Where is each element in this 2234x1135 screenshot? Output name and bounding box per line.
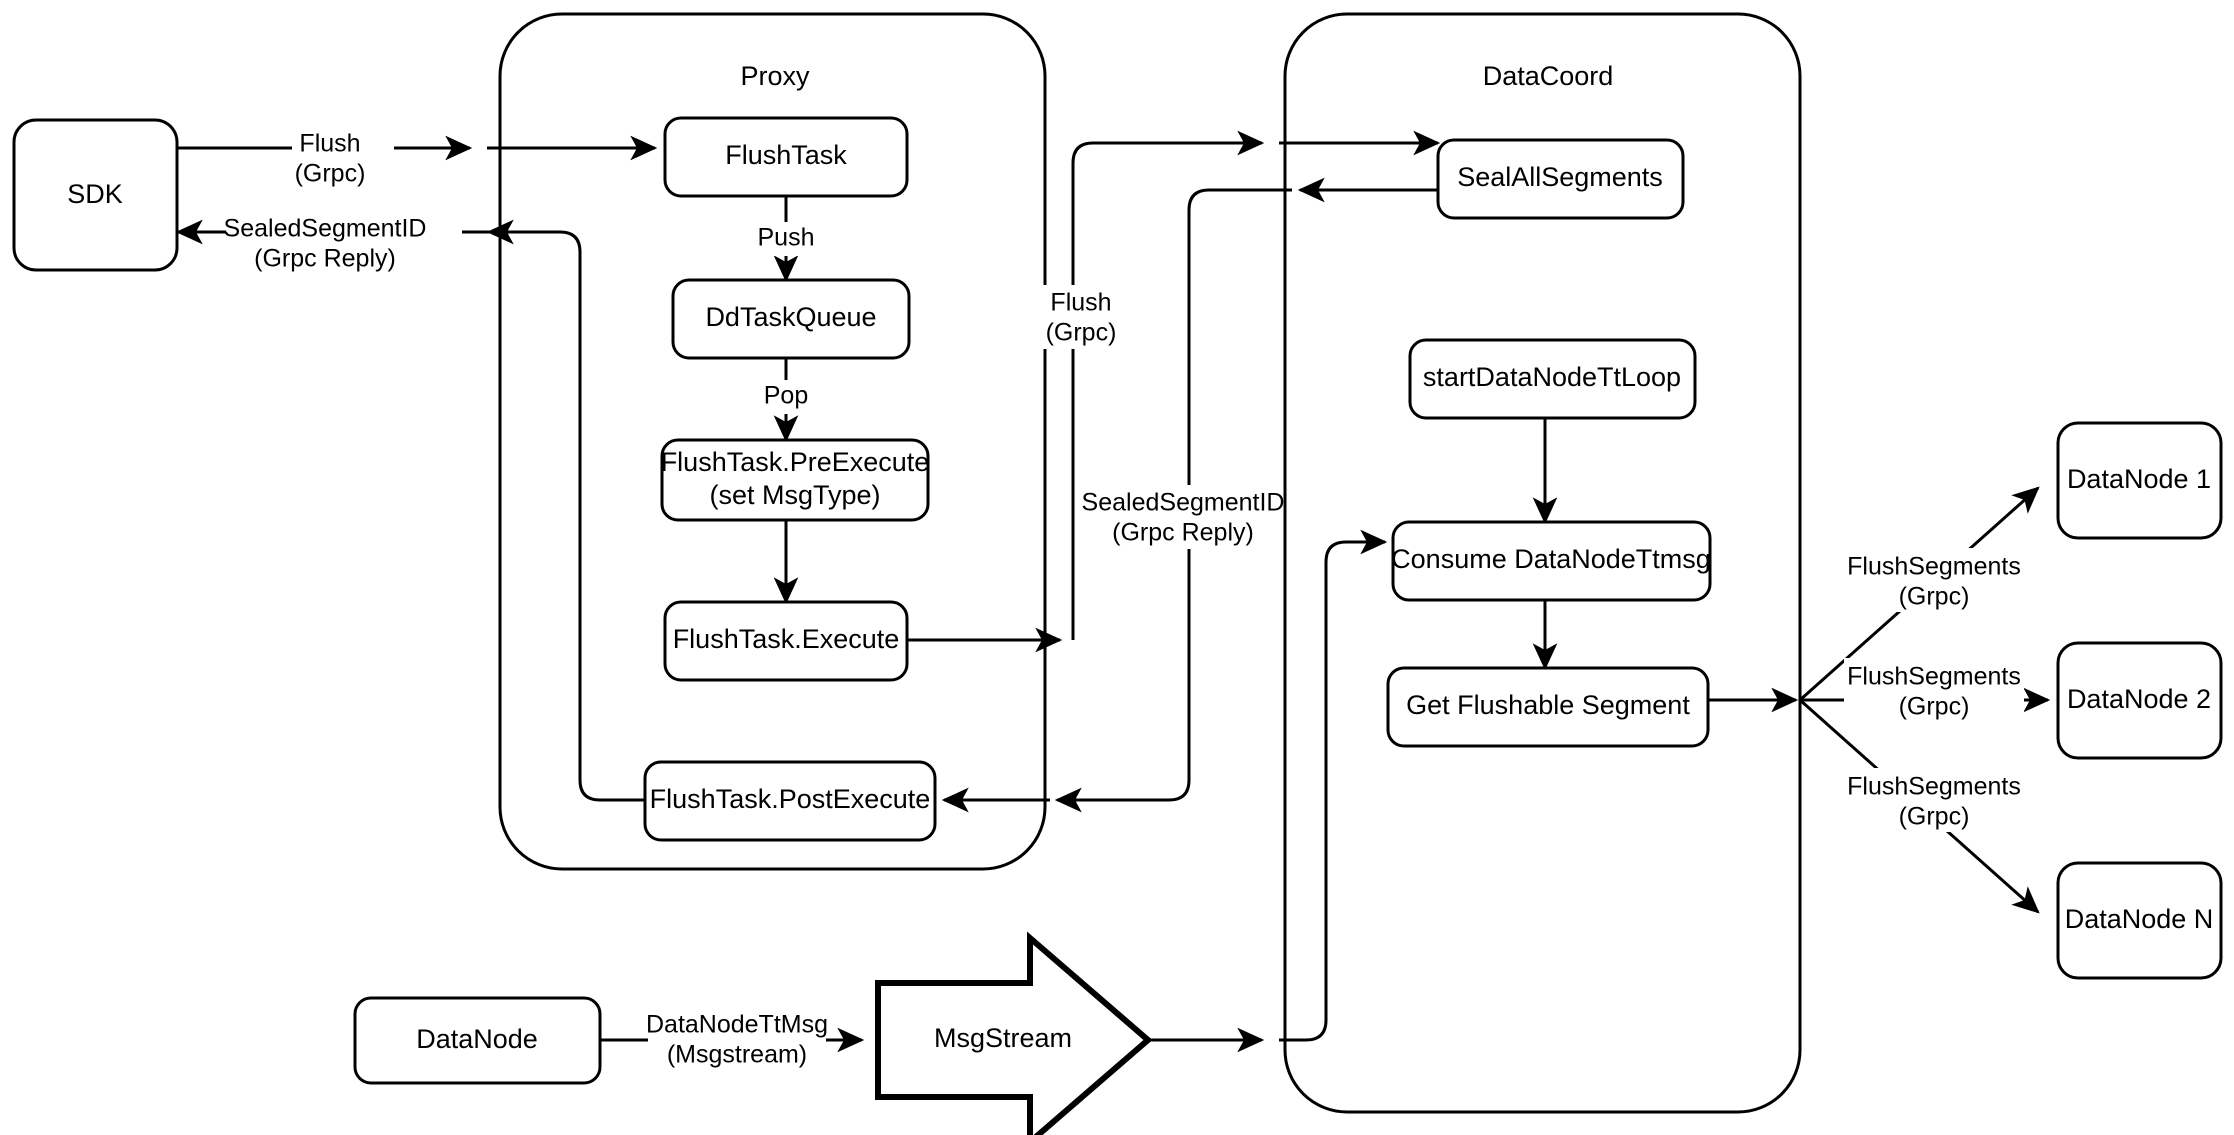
node-start-datanode-tt-loop[interactable]: startDataNodeTtLoop	[1408, 338, 1697, 420]
msgstream-label: MsgStream	[934, 1023, 1072, 1053]
flush-segments-1-label-bg	[1844, 548, 2024, 612]
push-label: Push	[758, 224, 815, 252]
datacoord-container-rect	[1283, 12, 1802, 1114]
datanode-1-rect[interactable]	[2056, 421, 2223, 540]
datanode-2-label: DataNode 2	[2067, 684, 2211, 714]
datanode-n-label: DataNode N	[2065, 904, 2214, 934]
flush-task-label: FlushTask	[725, 140, 847, 170]
consume-datanode-ttmsg-label: Consume DataNodeTtmsg	[1391, 544, 1711, 574]
node-sdk[interactable]: SDK	[12, 118, 179, 272]
datacoord-container-label: DataCoord	[1483, 61, 1614, 91]
flush-segments-2-label-bg	[1844, 658, 2024, 722]
pop-label-bg	[755, 380, 817, 414]
edge-label-push: Push	[752, 222, 820, 256]
pre-execute-label-line1: FlushTask.PreExecute	[661, 447, 930, 477]
sealed-segment-id-line2: (Grpc Reply)	[254, 245, 396, 273]
edge-label-pop: Pop	[755, 380, 817, 414]
edge-label-datanode-ttmsg: DataNodeTtMsg (Msgstream)	[646, 1006, 828, 1070]
seal-all-segments-rect[interactable]	[1436, 138, 1685, 220]
node-datanode-n[interactable]: DataNode N	[2056, 861, 2223, 980]
post-execute-rect[interactable]	[643, 760, 937, 842]
datanode-1-label: DataNode 1	[2067, 464, 2211, 494]
datanode-ttmsg-line2: (Msgstream)	[667, 1041, 807, 1069]
sealed-segment-id-label-bg	[226, 212, 462, 276]
flush-task-rect[interactable]	[663, 116, 909, 198]
datanode-ttmsg-line1: DataNodeTtMsg	[646, 1011, 828, 1039]
seal-all-segments-label: SealAllSegments	[1457, 162, 1663, 192]
edge-label-flush-segments-2: FlushSegments (Grpc)	[1844, 658, 2024, 722]
datanode-ttmsg-label-bg	[648, 1006, 826, 1070]
flush-segments-2-line1: FlushSegments	[1847, 663, 2021, 691]
flush-segments-n-label-bg	[1844, 768, 2024, 832]
flush-segments-1-line1: FlushSegments	[1847, 553, 2021, 581]
dd-task-queue-rect[interactable]	[671, 278, 911, 360]
push-label-bg	[752, 222, 820, 256]
node-datanode-bottom[interactable]: DataNode	[353, 996, 602, 1085]
edge-flush-grpc-rail	[1071, 130, 1265, 640]
execute-rect[interactable]	[663, 600, 909, 682]
node-datanode-1[interactable]: DataNode 1	[2056, 421, 2223, 540]
container-datacoord: DataCoord	[1283, 12, 1802, 1114]
edge-postexecute-to-sdk-rail	[486, 219, 655, 802]
proxy-container-rect	[498, 12, 1047, 871]
flush-grpc-line2: (Grpc)	[295, 160, 366, 188]
edge-label-flush-grpc: Flush (Grpc)	[292, 126, 394, 190]
pre-execute-label-line2: (set MsgType)	[709, 480, 880, 510]
flush-mid-label-bg	[1032, 285, 1134, 349]
node-datanode-2[interactable]: DataNode 2	[2056, 641, 2223, 760]
node-msgstream[interactable]: MsgStream	[875, 931, 1153, 1135]
flush-mid-line1: Flush	[1050, 289, 1111, 317]
container-proxy: Proxy	[498, 12, 1047, 871]
datanode-n-rect[interactable]	[2056, 861, 2223, 980]
node-pre-execute[interactable]: FlushTask.PreExecute (set MsgType)	[660, 438, 930, 522]
start-datanode-tt-loop-rect[interactable]	[1408, 338, 1697, 420]
node-seal-all-segments[interactable]: SealAllSegments	[1436, 138, 1685, 220]
flush-segments-1-line2: (Grpc)	[1899, 583, 1970, 611]
sealed-mid-line1: SealedSegmentID	[1082, 489, 1285, 517]
sdk-label: SDK	[67, 179, 123, 209]
flush-grpc-line1: Flush	[299, 130, 360, 158]
consume-datanode-ttmsg-rect[interactable]	[1391, 520, 1712, 602]
node-flush-task[interactable]: FlushTask	[663, 116, 909, 198]
sealed-mid-label-bg	[1085, 485, 1281, 549]
post-execute-label: FlushTask.PostExecute	[650, 784, 931, 814]
pre-execute-rect[interactable]	[660, 438, 930, 522]
node-post-execute[interactable]: FlushTask.PostExecute	[643, 760, 937, 842]
get-flushable-segment-rect[interactable]	[1386, 666, 1710, 748]
msgstream-arrow-shape[interactable]	[875, 931, 1153, 1135]
flush-grpc-label-bg	[292, 126, 394, 190]
datanode-bottom-rect[interactable]	[353, 996, 602, 1085]
edge-label-flush-segments-1: FlushSegments (Grpc)	[1844, 548, 2024, 612]
edge-label-flush-segments-n: FlushSegments (Grpc)	[1844, 768, 2024, 832]
start-datanode-tt-loop-label: startDataNodeTtLoop	[1423, 362, 1681, 392]
flush-segments-n-line1: FlushSegments	[1847, 773, 2021, 801]
sealed-mid-line2: (Grpc Reply)	[1112, 519, 1254, 547]
edge-label-flush-mid: Flush (Grpc)	[1032, 285, 1134, 349]
pop-label: Pop	[764, 382, 808, 410]
dd-task-queue-label: DdTaskQueue	[705, 302, 876, 332]
execute-label: FlushTask.Execute	[673, 624, 900, 654]
node-get-flushable-segment[interactable]: Get Flushable Segment	[1386, 666, 1710, 748]
proxy-container-label: Proxy	[740, 61, 810, 91]
edge-msgstream-rail-to-consume	[1279, 529, 1388, 1042]
node-execute[interactable]: FlushTask.Execute	[663, 600, 909, 682]
edge-label-sealed-segment-id: SealedSegmentID (Grpc Reply)	[224, 212, 462, 276]
flush-segments-2-line2: (Grpc)	[1899, 693, 1970, 721]
datanode-2-rect[interactable]	[2056, 641, 2223, 760]
datanode-bottom-label: DataNode	[416, 1024, 538, 1054]
node-dd-task-queue[interactable]: DdTaskQueue	[671, 278, 911, 360]
flush-mid-line2: (Grpc)	[1046, 319, 1117, 347]
edge-label-sealed-mid: SealedSegmentID (Grpc Reply)	[1082, 485, 1285, 549]
get-flushable-segment-label: Get Flushable Segment	[1406, 690, 1690, 720]
flush-segments-n-line2: (Grpc)	[1899, 803, 1970, 831]
sealed-segment-id-line1: SealedSegmentID	[224, 215, 427, 243]
node-consume-datanode-ttmsg[interactable]: Consume DataNodeTtmsg	[1391, 520, 1712, 602]
sdk-rect[interactable]	[12, 118, 179, 272]
